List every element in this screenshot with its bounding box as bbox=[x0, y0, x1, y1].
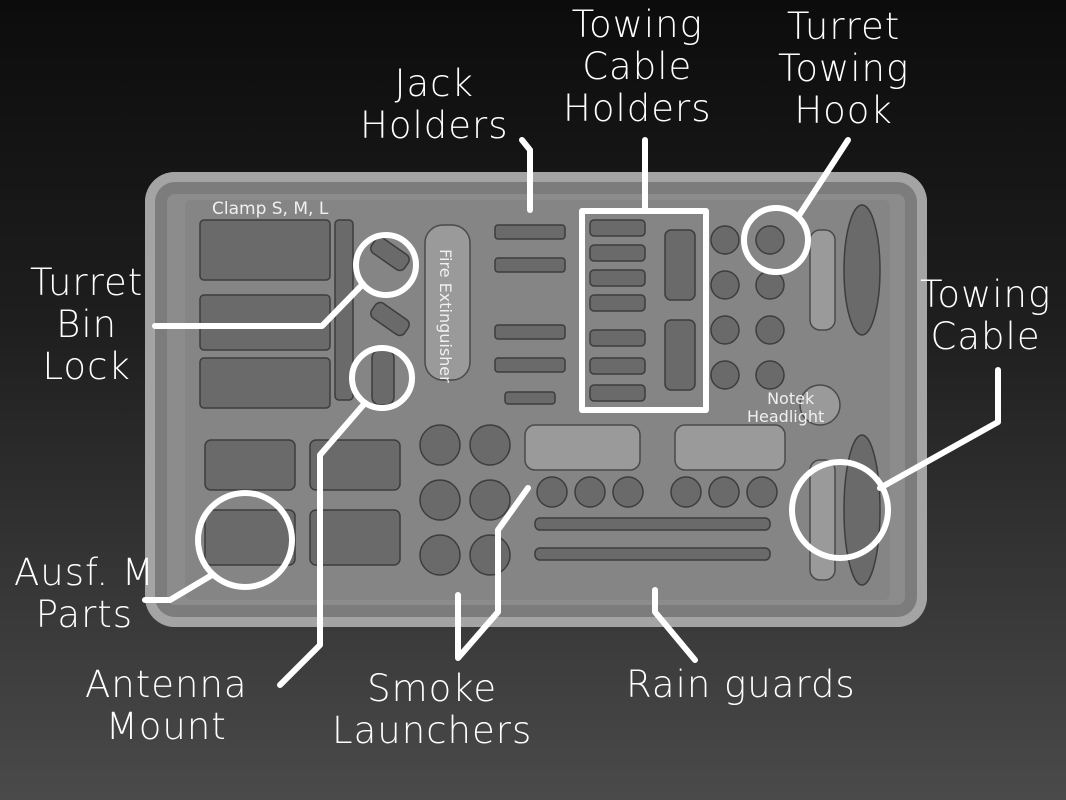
notek-headlight-label: Notek Headlight bbox=[747, 389, 824, 426]
fire-extinguisher-label: Fire Extinguisher bbox=[436, 249, 455, 383]
label-line: Parts bbox=[35, 593, 134, 636]
notek-headlight-label-line: Headlight bbox=[747, 407, 825, 426]
smoke-launchers-label: Smoke Launchers bbox=[332, 668, 532, 752]
ausf-m-parts-label: Ausf. M Parts bbox=[14, 552, 155, 636]
label-line: Towing bbox=[571, 3, 703, 46]
label-line: Bin bbox=[56, 303, 118, 346]
cable-holder-parts bbox=[589, 219, 696, 402]
label-line: Turret bbox=[30, 261, 144, 304]
callout-lines bbox=[142, 137, 1001, 688]
label-line: Launchers bbox=[332, 709, 533, 752]
turret-towing-hook-label: Turret Towing Hook bbox=[778, 6, 909, 132]
label-line: Ausf. M bbox=[14, 551, 155, 594]
label-line: Towing bbox=[920, 273, 1052, 316]
clamps-label: Clamp S, M, L bbox=[212, 199, 329, 219]
notek-headlight-label-line: Notek bbox=[767, 389, 815, 408]
bin-lock-parts bbox=[370, 236, 410, 406]
label-line: Jack bbox=[394, 62, 474, 105]
jack-holders-label: Jack Holders bbox=[360, 63, 508, 147]
label-line: Smoke bbox=[367, 667, 498, 710]
notek-headlight-part bbox=[799, 384, 841, 426]
fire-extinguisher-part bbox=[424, 224, 471, 381]
rain-guard-parts bbox=[534, 517, 771, 561]
rain-guards-label: Rain guards bbox=[626, 663, 856, 706]
label-line: Holders bbox=[563, 87, 712, 130]
smoke-launcher-parts bbox=[419, 424, 786, 576]
antenna-mount-label: Antenna Mount bbox=[85, 664, 248, 748]
label-line: Antenna bbox=[85, 663, 248, 706]
label-line: Lock bbox=[42, 345, 131, 388]
label-line: Cable bbox=[582, 45, 693, 88]
label-line: Hook bbox=[794, 89, 893, 132]
label-line: Holders bbox=[360, 104, 509, 147]
label-line: Mount bbox=[105, 705, 227, 748]
label-line: Towing bbox=[778, 47, 910, 90]
towing-cable-label: Towing Cable bbox=[920, 274, 1051, 358]
ausf-m-parts bbox=[204, 439, 401, 566]
label-line: Turret bbox=[786, 5, 901, 48]
clamp-parts bbox=[199, 219, 354, 409]
turret-bin-lock-label: Turret Bin Lock bbox=[30, 262, 143, 388]
towing-cable-holders-label: Towing Cable Holders bbox=[563, 4, 711, 130]
jack-holder-parts bbox=[494, 224, 566, 405]
towing-hook-parts bbox=[710, 225, 785, 390]
label-line: Cable bbox=[930, 315, 1041, 358]
